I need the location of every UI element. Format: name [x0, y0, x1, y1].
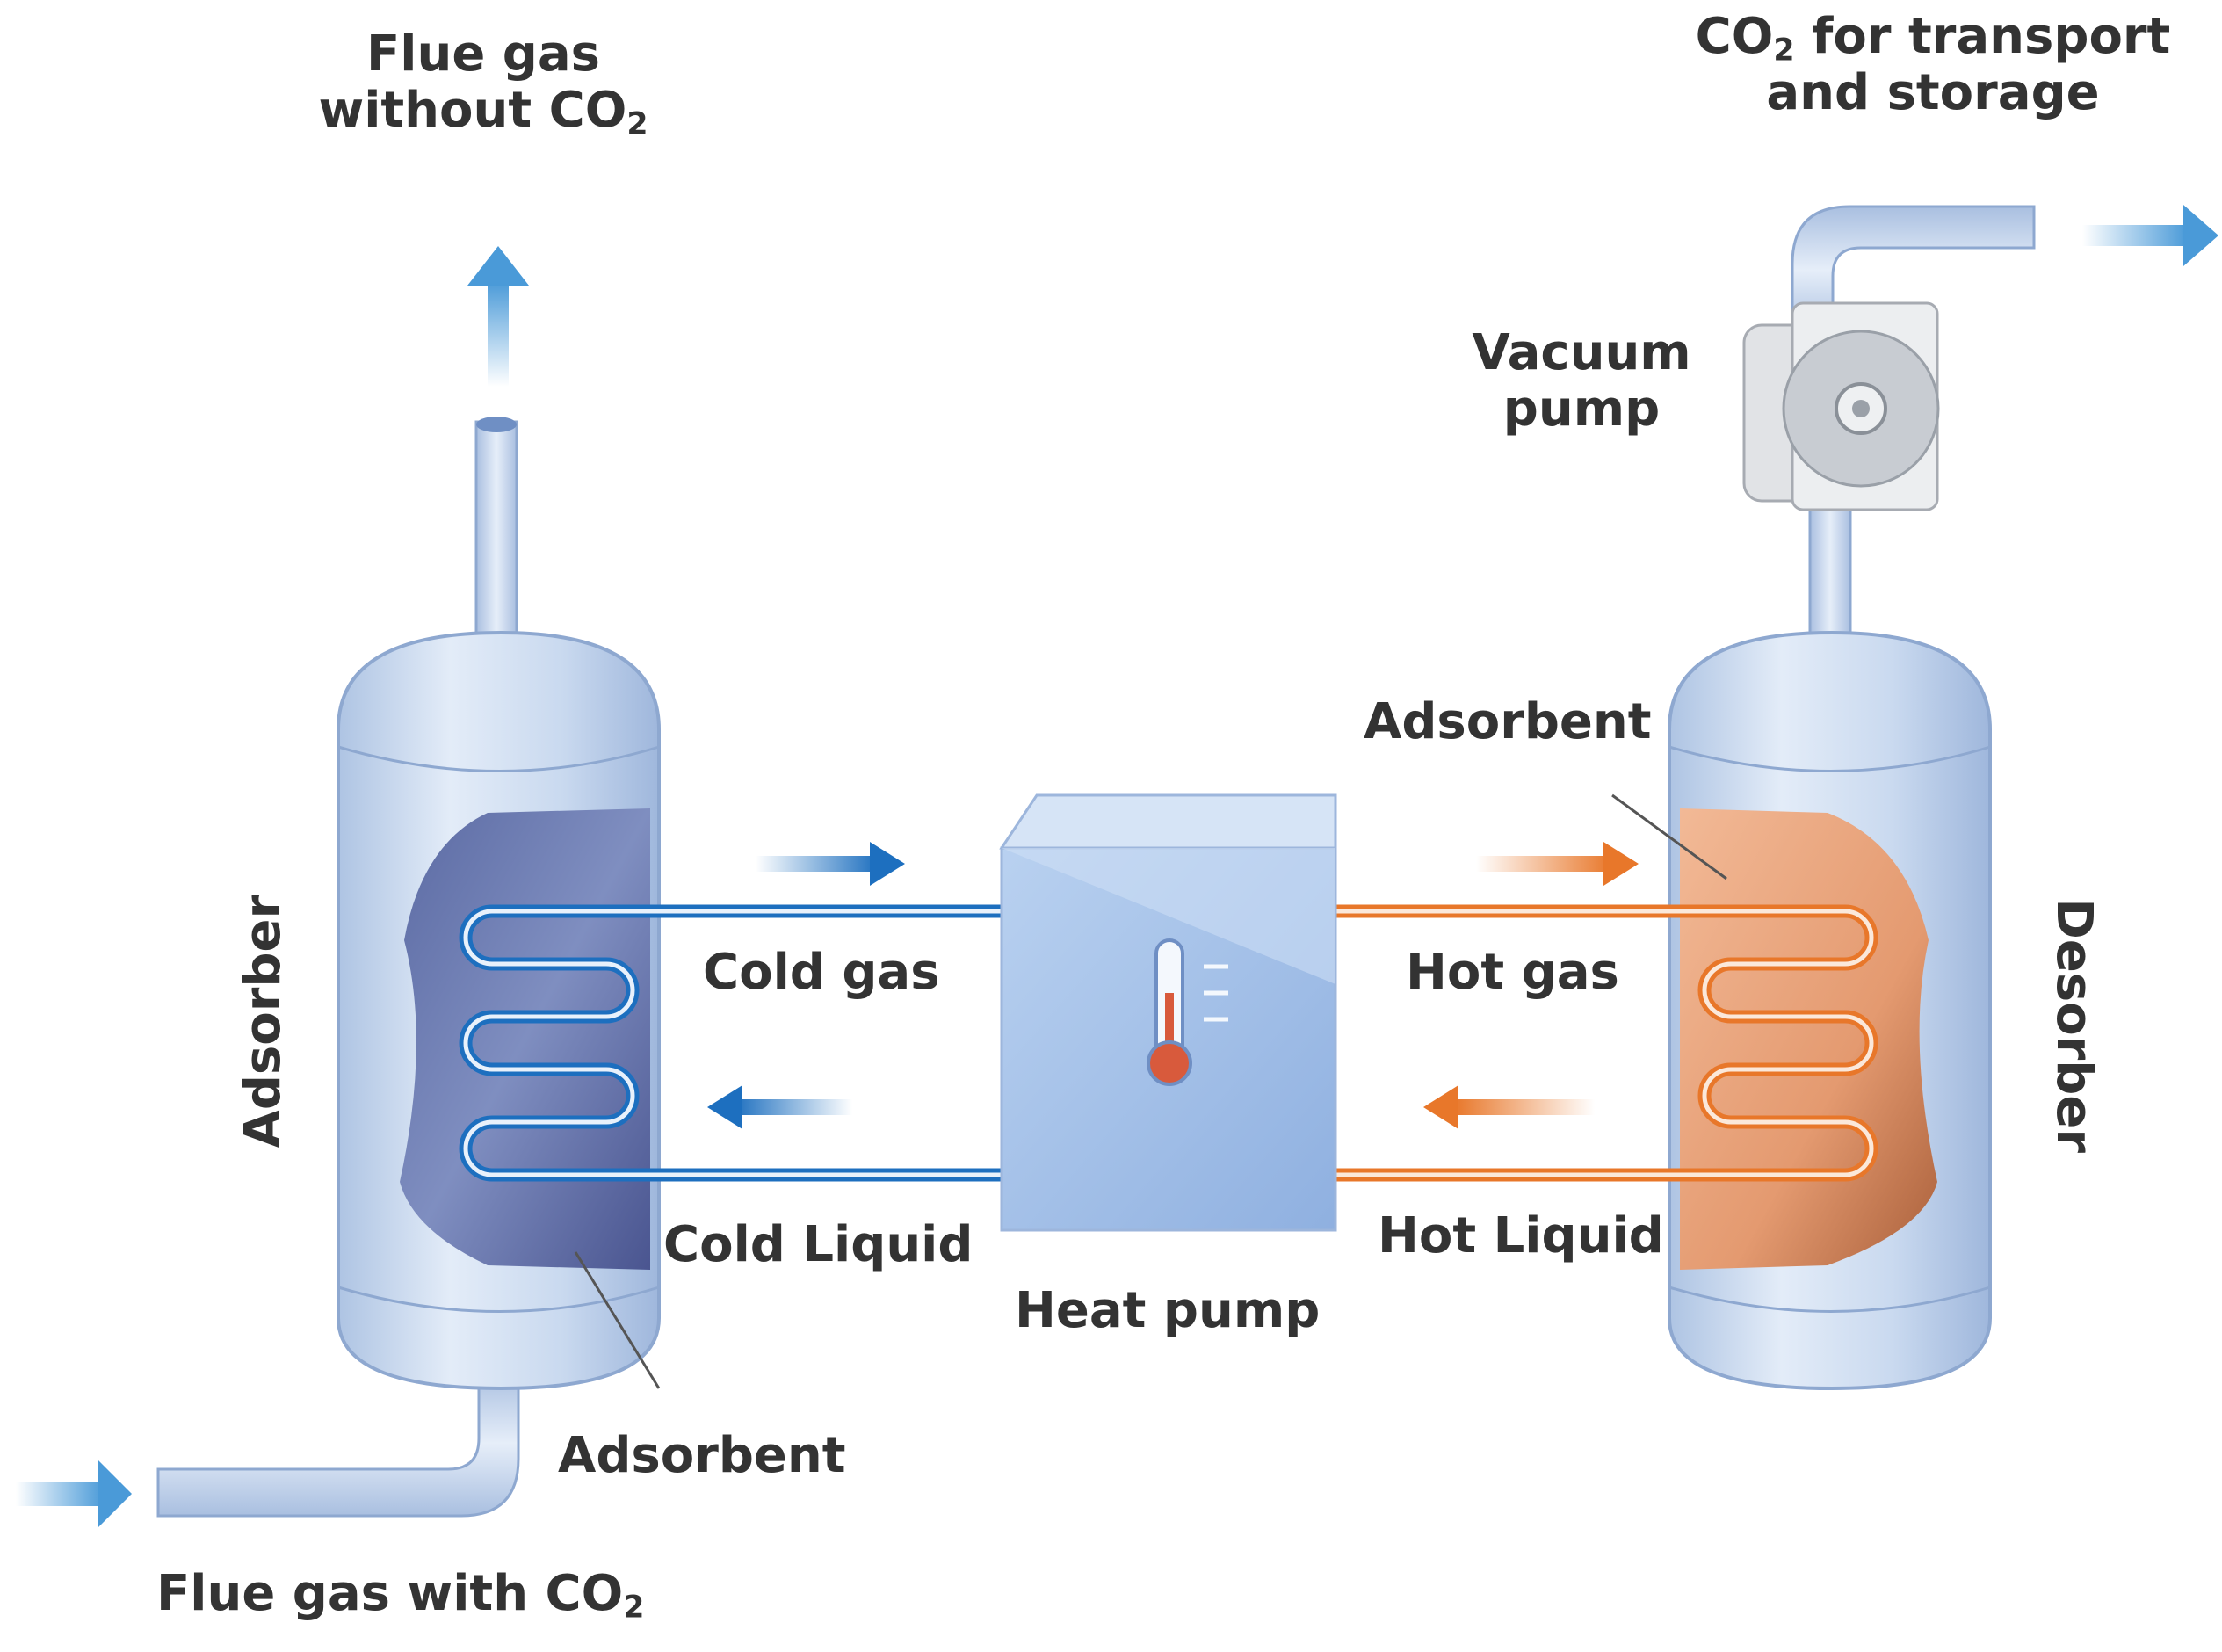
co2-outlet-pipe [1791, 205, 2036, 336]
adsorber-adsorbent-bed [400, 808, 650, 1270]
co2-transport-label: CO2 for transport and storage [1678, 8, 2188, 122]
flue-gas-out-line2: without CO2 [318, 82, 648, 143]
hot-liquid-label: Hot Liquid [1378, 1207, 1664, 1264]
flue-gas-out-line1: Flue gas [366, 25, 600, 83]
co2-transport-line2: and storage [1766, 64, 2100, 122]
adsorbent-pointer-left [574, 1251, 661, 1389]
adsorbent-label-desorber: Adsorbent [1364, 693, 1652, 750]
vacuum-pump [1742, 301, 1940, 511]
adsorbent-pointer-right [1611, 793, 1727, 880]
adsorber-outlet-pipe [474, 420, 518, 652]
adsorbent-label-adsorber: Adsorbent [558, 1427, 846, 1484]
cold-gas-label: Cold gas [703, 944, 940, 1001]
desorber-adsorbent-bed [1680, 808, 1937, 1270]
co2-transport-line1: CO2 for transport [1695, 8, 2171, 69]
heat-pump-box [999, 793, 1337, 1232]
cold-liquid-arrow [707, 1085, 852, 1129]
desorber-outlet-pipe [1808, 504, 1852, 656]
thermometer-icon [1147, 938, 1228, 1086]
flue-gas-in-label: Flue gas with CO2 [156, 1565, 645, 1626]
desorber-label: Desorber [2045, 898, 2103, 1153]
hot-liquid-arrow [1423, 1085, 1595, 1129]
vacuum-pump-label: Vacuum pump [1423, 324, 1740, 438]
cold-gas-arrow [756, 842, 905, 886]
heat-pump-label: Heat pump [1015, 1282, 1321, 1339]
adsorber-label: Adsorber [234, 894, 292, 1148]
vacuum-pump-line1: Vacuum [1472, 324, 1691, 381]
flue-gas-in-arrow [16, 1460, 132, 1527]
cold-liquid-label: Cold Liquid [663, 1216, 973, 1273]
adsorber-outlet-opening [476, 417, 517, 432]
flue-gas-out-label: Flue gas without CO2 [264, 25, 703, 143]
hot-gas-arrow [1476, 842, 1639, 886]
hot-gas-label: Hot gas [1406, 944, 1619, 1001]
adsorber-inlet-pipe [156, 1369, 520, 1518]
flue-gas-out-arrow [467, 246, 529, 387]
vacuum-pump-line2: pump [1502, 380, 1661, 438]
co2-out-arrow [2082, 205, 2218, 266]
